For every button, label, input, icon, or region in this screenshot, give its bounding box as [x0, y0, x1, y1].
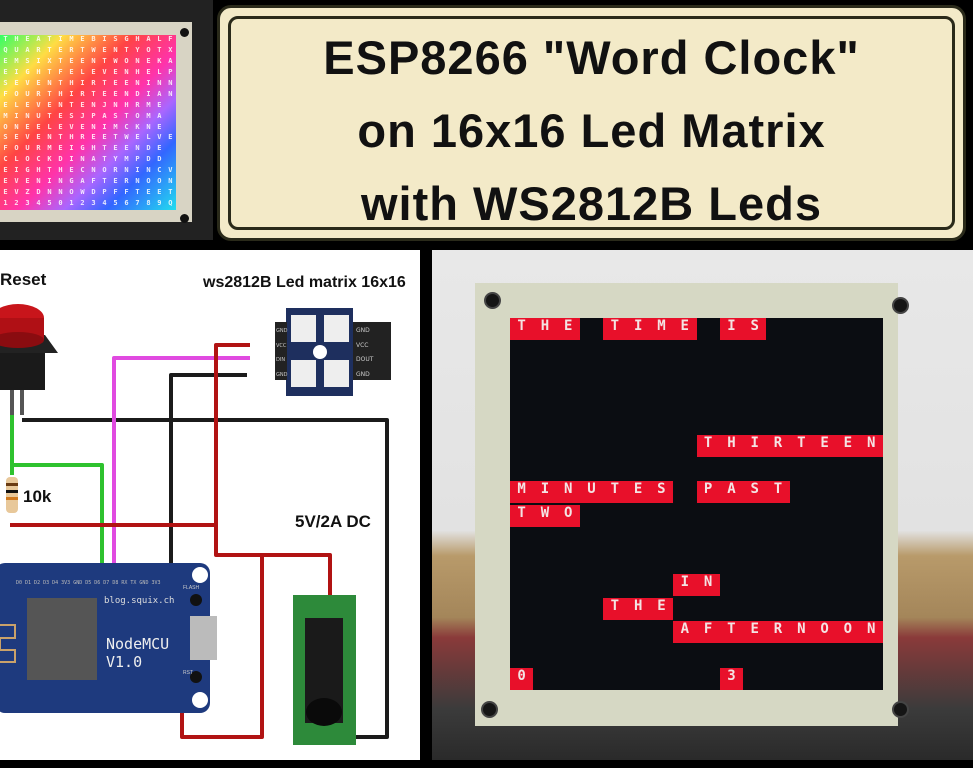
- title-line-3: with WS2812B Leds: [361, 177, 822, 230]
- rainbow-letter-row: MINUTESJPASTOMA: [3, 111, 169, 120]
- lit-word-time: TIME: [603, 318, 697, 340]
- word-clock-photo: THETIMEISTHIRTEENMINUTESPASTTWOINTHEAFTE…: [432, 250, 973, 760]
- resistor-icon: [6, 477, 18, 513]
- rainbow-letter-row: QUARTERTWENTYOTX: [3, 45, 176, 54]
- rainbow-letter-row: EIGHTFELEVENHELP: [3, 67, 176, 76]
- clock-led-screen: THETIMEISTHIRTEENMINUTESPASTTWOINTHEAFTE…: [510, 318, 883, 690]
- dc-jack-icon: [293, 595, 356, 745]
- board-url: blog.squix.ch: [104, 596, 175, 606]
- title-banner: ESP8266 "Word Clock" on 16x16 Led Matrix…: [217, 5, 966, 241]
- pin-label: VCC: [276, 342, 287, 349]
- pin-label: GND: [276, 371, 288, 378]
- lit-word-the: THE: [510, 318, 580, 340]
- rainbow-letter-row: EMSIXTEENTWONEKA: [3, 56, 176, 65]
- flash-label: FLASH: [183, 585, 200, 591]
- board-pin-labels: D0 D1 D2 D3 D4 3V3 GND D5 D6 D7 D8 RX TX…: [16, 580, 161, 586]
- pin-label: VCC: [356, 341, 369, 349]
- rainbow-letter-row: ELEVENTENJNHRME: [3, 100, 169, 109]
- title-line-1: ESP8266 "Word Clock": [323, 31, 860, 84]
- lit-word-two: TWO: [510, 504, 580, 527]
- screw-icon: [481, 701, 498, 718]
- matrix-pin-out-labels: GND VCC DOUT GND: [356, 324, 373, 382]
- rainbow-letter-row: SEVENTHREETWELVE: [3, 133, 176, 142]
- screw-icon: [180, 214, 189, 223]
- rainbow-letter-row: THEATIMEBISGHALF: [3, 35, 176, 43]
- lit-word-3: 3: [719, 667, 744, 690]
- title-line-2: on 16x16 Led Matrix: [357, 104, 826, 157]
- reset-label: Reset: [0, 270, 47, 289]
- rainbow-letter-row: EVENINGAFTERNOON: [3, 177, 176, 186]
- lit-word-0: 0: [510, 667, 534, 690]
- screw-icon: [892, 297, 909, 314]
- banner-inner-border: [228, 16, 955, 230]
- wiring-svg: [0, 304, 391, 745]
- rainbow-letter-row: FOURMEIGHTEENDE: [3, 144, 169, 153]
- reset-button-icon: [0, 304, 58, 415]
- matrix-pin-in-labels: GND VCC DIN GND: [276, 324, 287, 382]
- lit-word-in: IN: [673, 574, 720, 597]
- pin-label: DOUT: [356, 356, 374, 363]
- rainbow-letter-row: FOURTHIRTEENDIAN: [3, 89, 176, 98]
- board-version: V1.0: [106, 653, 143, 671]
- lit-word-past: PAST: [696, 481, 790, 504]
- lit-word-afternoon: AFTERNOON: [673, 621, 883, 644]
- pin-label: GND: [276, 328, 288, 334]
- screw-icon: [484, 292, 501, 309]
- rainbow-letter-row: CLOCKDINATYMPDD: [3, 155, 169, 164]
- pin-label: DIN: [276, 357, 286, 363]
- board-name: NodeMCU: [106, 635, 170, 653]
- lit-word-thirteen: THIRTEEN: [696, 434, 883, 457]
- rainbow-letter-row: 123450123456789Q: [3, 199, 176, 208]
- pin-label: GND: [356, 370, 370, 378]
- resistor-label: 10k: [23, 487, 52, 506]
- pin-label: GND: [356, 327, 370, 334]
- led-module-icon: [275, 308, 391, 396]
- rainbow-letter-row: EIGHTHECNORNINCV: [3, 166, 176, 175]
- nodemcu-board-icon: [0, 563, 217, 713]
- rainbow-matrix-photo: THEATIMEBISGHALF QUARTERTWENTYOTX EMSIXTEE…: [0, 0, 213, 240]
- matrix-label: ws2812B Led matrix 16x16: [203, 274, 406, 291]
- rainbow-letter-row: ONEELEVENIMCKNE: [3, 122, 169, 131]
- screw-icon: [892, 701, 909, 718]
- wires: [10, 343, 389, 739]
- lit-word-is: IS: [719, 318, 767, 340]
- circuit-diagram: Reset ws2812B Led matrix 16x16 10k 5V/2A…: [0, 250, 420, 760]
- rainbow-letter-row: SEVENTHIRTEENINN: [3, 78, 176, 87]
- rainbow-letter-row: EVZDNNOWDPFFTEET: [3, 188, 176, 197]
- lit-word-the: THE: [603, 597, 674, 620]
- rst-label: RST: [183, 670, 193, 676]
- lit-word-minutes: MINUTES: [510, 481, 674, 504]
- rainbow-letter-grid: THEATIMEBISGHALF QUARTERTWENTYOTX EMSIXTEE…: [0, 35, 176, 210]
- screw-icon: [180, 28, 189, 37]
- power-label: 5V/2A DC: [295, 512, 371, 531]
